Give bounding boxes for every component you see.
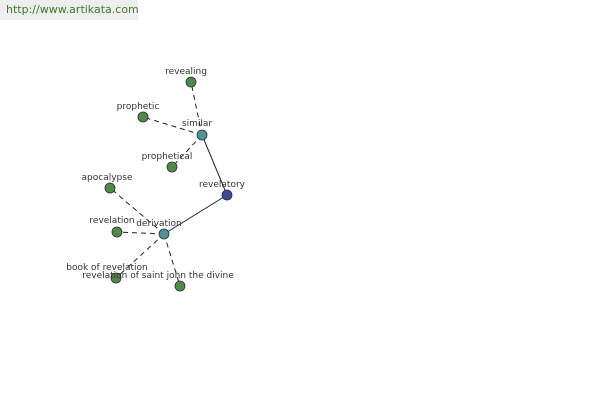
edge-derivation-revelation	[116, 231, 165, 235]
site-url-link[interactable]: http://www.artikata.com	[6, 3, 139, 16]
edge-revelatory-derivation	[163, 194, 228, 235]
node-label-book-of-revelation[interactable]: book of revelation	[66, 263, 148, 273]
node-prophetic[interactable]	[137, 111, 149, 123]
label-layer: revelatory similar derivation revealing prop…	[66, 67, 245, 281]
edge-similar-prophetical	[171, 134, 203, 168]
node-revelation[interactable]	[111, 226, 123, 238]
node-derivation[interactable]	[158, 228, 170, 240]
node-label-derivation[interactable]: derivation	[136, 219, 182, 229]
node-label-revelation[interactable]: revelation	[89, 216, 134, 226]
edge-similar-prophetic	[142, 116, 203, 136]
edge-revelatory-similar	[201, 134, 228, 196]
edge-derivation-book-of-revelation	[115, 233, 165, 279]
node-prophetical[interactable]	[166, 161, 178, 173]
node-label-revealing[interactable]: revealing	[165, 67, 207, 77]
node-label-prophetical[interactable]: prophetical	[142, 152, 193, 162]
node-revelatory[interactable]	[221, 189, 233, 201]
node-layer	[104, 76, 233, 292]
url-banner: http://www.artikata.com	[0, 0, 139, 20]
node-apocalypse[interactable]	[104, 182, 116, 194]
node-label-similar[interactable]: similar	[182, 119, 212, 129]
node-book-of-revelation[interactable]	[110, 272, 122, 284]
node-label-prophetic[interactable]: prophetic	[117, 102, 160, 112]
edge-layer	[109, 81, 228, 287]
node-similar[interactable]	[196, 129, 208, 141]
node-revelation-of-saint-john[interactable]	[174, 280, 186, 292]
node-label-apocalypse[interactable]: apocalypse	[82, 173, 133, 183]
edge-derivation-apocalypse	[109, 187, 165, 235]
node-revealing[interactable]	[185, 76, 197, 88]
edge-derivation-revelation-of-saint-john	[163, 233, 181, 287]
node-label-revelation-of-saint-john[interactable]: revelation of saint john the divine	[82, 271, 234, 281]
node-label-revelatory[interactable]: revelatory	[199, 180, 246, 190]
edge-similar-revealing	[190, 81, 203, 136]
